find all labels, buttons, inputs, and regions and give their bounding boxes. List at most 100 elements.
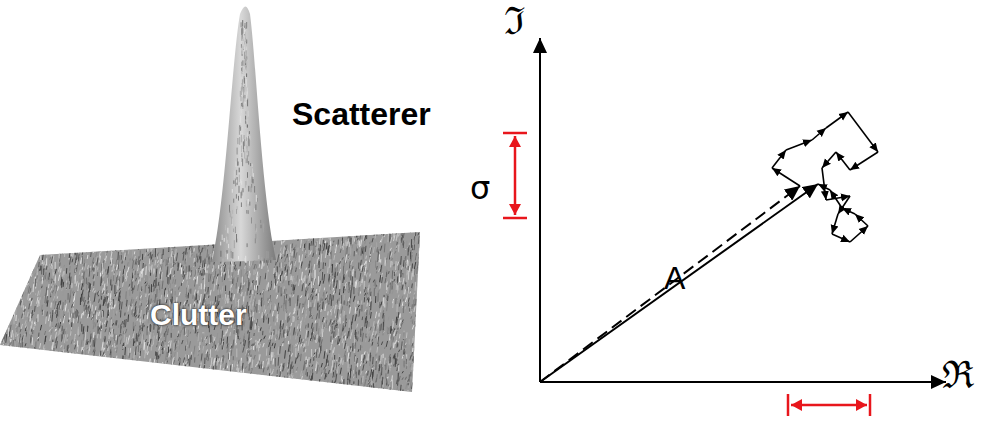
noise-stroke bbox=[154, 359, 155, 365]
noise-stroke bbox=[212, 346, 213, 348]
noise-stroke bbox=[87, 255, 88, 259]
noise-stroke bbox=[7, 238, 8, 243]
noise-stroke bbox=[3, 325, 4, 334]
noise-stroke bbox=[419, 240, 420, 248]
noise-stroke bbox=[185, 367, 186, 375]
noise-stroke bbox=[58, 242, 59, 247]
noise-stroke bbox=[357, 315, 358, 317]
noise-stroke bbox=[378, 252, 379, 260]
noise-stroke bbox=[261, 378, 263, 382]
noise-stroke bbox=[424, 276, 425, 282]
noise-stroke bbox=[224, 388, 225, 396]
noise-stroke bbox=[272, 233, 273, 239]
noise-stroke bbox=[277, 228, 278, 236]
noise-stroke bbox=[43, 364, 44, 372]
noise-stroke bbox=[379, 226, 380, 235]
noise-stroke bbox=[140, 306, 141, 314]
noise-stroke bbox=[208, 337, 209, 341]
noise-stroke bbox=[207, 385, 208, 388]
noise-stroke bbox=[198, 373, 199, 381]
noise-stroke bbox=[423, 290, 424, 295]
noise-stroke bbox=[300, 234, 301, 239]
noise-stroke bbox=[28, 270, 29, 276]
noise-stroke bbox=[206, 372, 207, 376]
noise-stroke bbox=[33, 243, 34, 251]
noise-stroke bbox=[18, 270, 19, 279]
noise-stroke bbox=[118, 223, 119, 229]
noise-stroke bbox=[25, 369, 26, 375]
noise-stroke bbox=[383, 240, 384, 249]
noise-stroke bbox=[344, 311, 345, 316]
noise-stroke bbox=[193, 235, 194, 241]
noise-stroke bbox=[37, 239, 38, 247]
noise-stroke bbox=[23, 312, 24, 319]
noise-stroke bbox=[43, 225, 44, 228]
noise-stroke bbox=[182, 381, 184, 388]
noise-stroke bbox=[65, 379, 66, 386]
noise-stroke bbox=[48, 371, 49, 375]
noise-stroke bbox=[143, 371, 144, 373]
noise-stroke bbox=[128, 262, 129, 266]
noise-stroke bbox=[425, 358, 426, 366]
noise-stroke bbox=[75, 242, 76, 248]
noise-stroke bbox=[396, 229, 397, 235]
noise-stroke bbox=[417, 363, 418, 368]
noise-stroke bbox=[54, 285, 55, 290]
noise-stroke bbox=[19, 376, 20, 382]
noise-stroke bbox=[138, 242, 139, 250]
noise-stroke bbox=[392, 258, 393, 260]
noise-stroke bbox=[254, 291, 255, 297]
noise-stroke bbox=[148, 243, 149, 247]
noise-stroke bbox=[330, 241, 331, 247]
noise-stroke bbox=[277, 318, 278, 322]
noise-stroke bbox=[178, 373, 179, 376]
noise-stroke bbox=[123, 356, 124, 363]
noise-stroke bbox=[288, 250, 289, 253]
noise-stroke bbox=[168, 371, 169, 378]
noise-stroke bbox=[89, 268, 90, 277]
noise-stroke bbox=[7, 253, 8, 259]
noise-stroke bbox=[40, 232, 41, 237]
noise-stroke bbox=[293, 233, 294, 240]
noise-stroke bbox=[179, 344, 180, 349]
noise-stroke bbox=[21, 247, 22, 255]
noise-stroke bbox=[9, 240, 10, 249]
noise-stroke bbox=[118, 241, 120, 249]
noise-stroke bbox=[352, 385, 353, 390]
noise-stroke bbox=[363, 392, 364, 394]
noise-stroke bbox=[389, 225, 390, 230]
noise-stroke bbox=[419, 275, 420, 284]
noise-stroke bbox=[3, 285, 4, 288]
noise-stroke bbox=[132, 222, 133, 229]
noise-stroke bbox=[90, 363, 91, 366]
noise-stroke bbox=[121, 245, 122, 248]
noise-stroke bbox=[393, 250, 394, 258]
noise-stroke bbox=[185, 354, 186, 358]
noise-stroke bbox=[402, 317, 403, 319]
noise-stroke bbox=[346, 260, 347, 263]
noise-stroke bbox=[29, 354, 30, 363]
noise-stroke bbox=[386, 369, 387, 374]
noise-stroke bbox=[294, 380, 295, 387]
noise-stroke bbox=[207, 353, 208, 360]
noise-stroke bbox=[158, 231, 159, 240]
noise-stroke bbox=[142, 295, 143, 300]
noise-stroke bbox=[21, 364, 22, 371]
noise-stroke bbox=[169, 234, 170, 239]
noise-stroke bbox=[51, 380, 52, 383]
noise-stroke bbox=[325, 369, 326, 374]
noise-stroke bbox=[290, 231, 291, 236]
noise-stroke bbox=[170, 233, 171, 235]
noise-stroke bbox=[7, 278, 8, 282]
noise-stroke bbox=[56, 239, 57, 241]
noise-stroke bbox=[170, 224, 171, 231]
noise-stroke bbox=[177, 234, 178, 243]
noise-stroke bbox=[146, 366, 147, 369]
noise-stroke bbox=[205, 235, 206, 242]
noise-stroke bbox=[209, 228, 210, 233]
noise-stroke bbox=[25, 227, 26, 235]
noise-stroke bbox=[16, 391, 17, 394]
noise-stroke bbox=[413, 383, 414, 389]
noise-stroke bbox=[82, 383, 83, 390]
noise-stroke bbox=[213, 235, 215, 242]
